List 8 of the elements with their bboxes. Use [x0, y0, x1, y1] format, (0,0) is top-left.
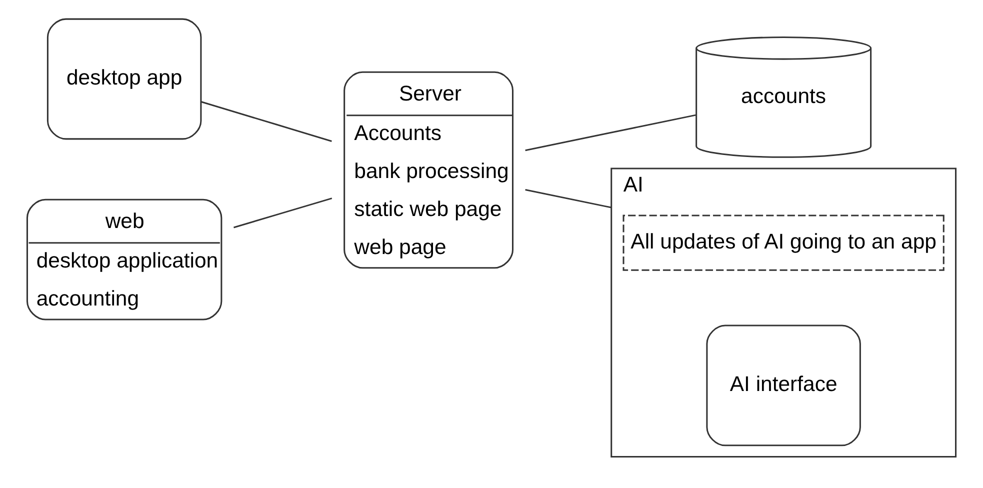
node-box: desktop app	[46, 18, 202, 140]
connector	[234, 198, 332, 228]
connector	[525, 189, 612, 208]
connector	[200, 101, 332, 142]
node-box: web desktop application accounting	[26, 198, 222, 320]
node-box: AI interface	[706, 324, 861, 446]
node-box: All updates of AI going to an app	[622, 214, 944, 271]
connector	[525, 114, 696, 152]
